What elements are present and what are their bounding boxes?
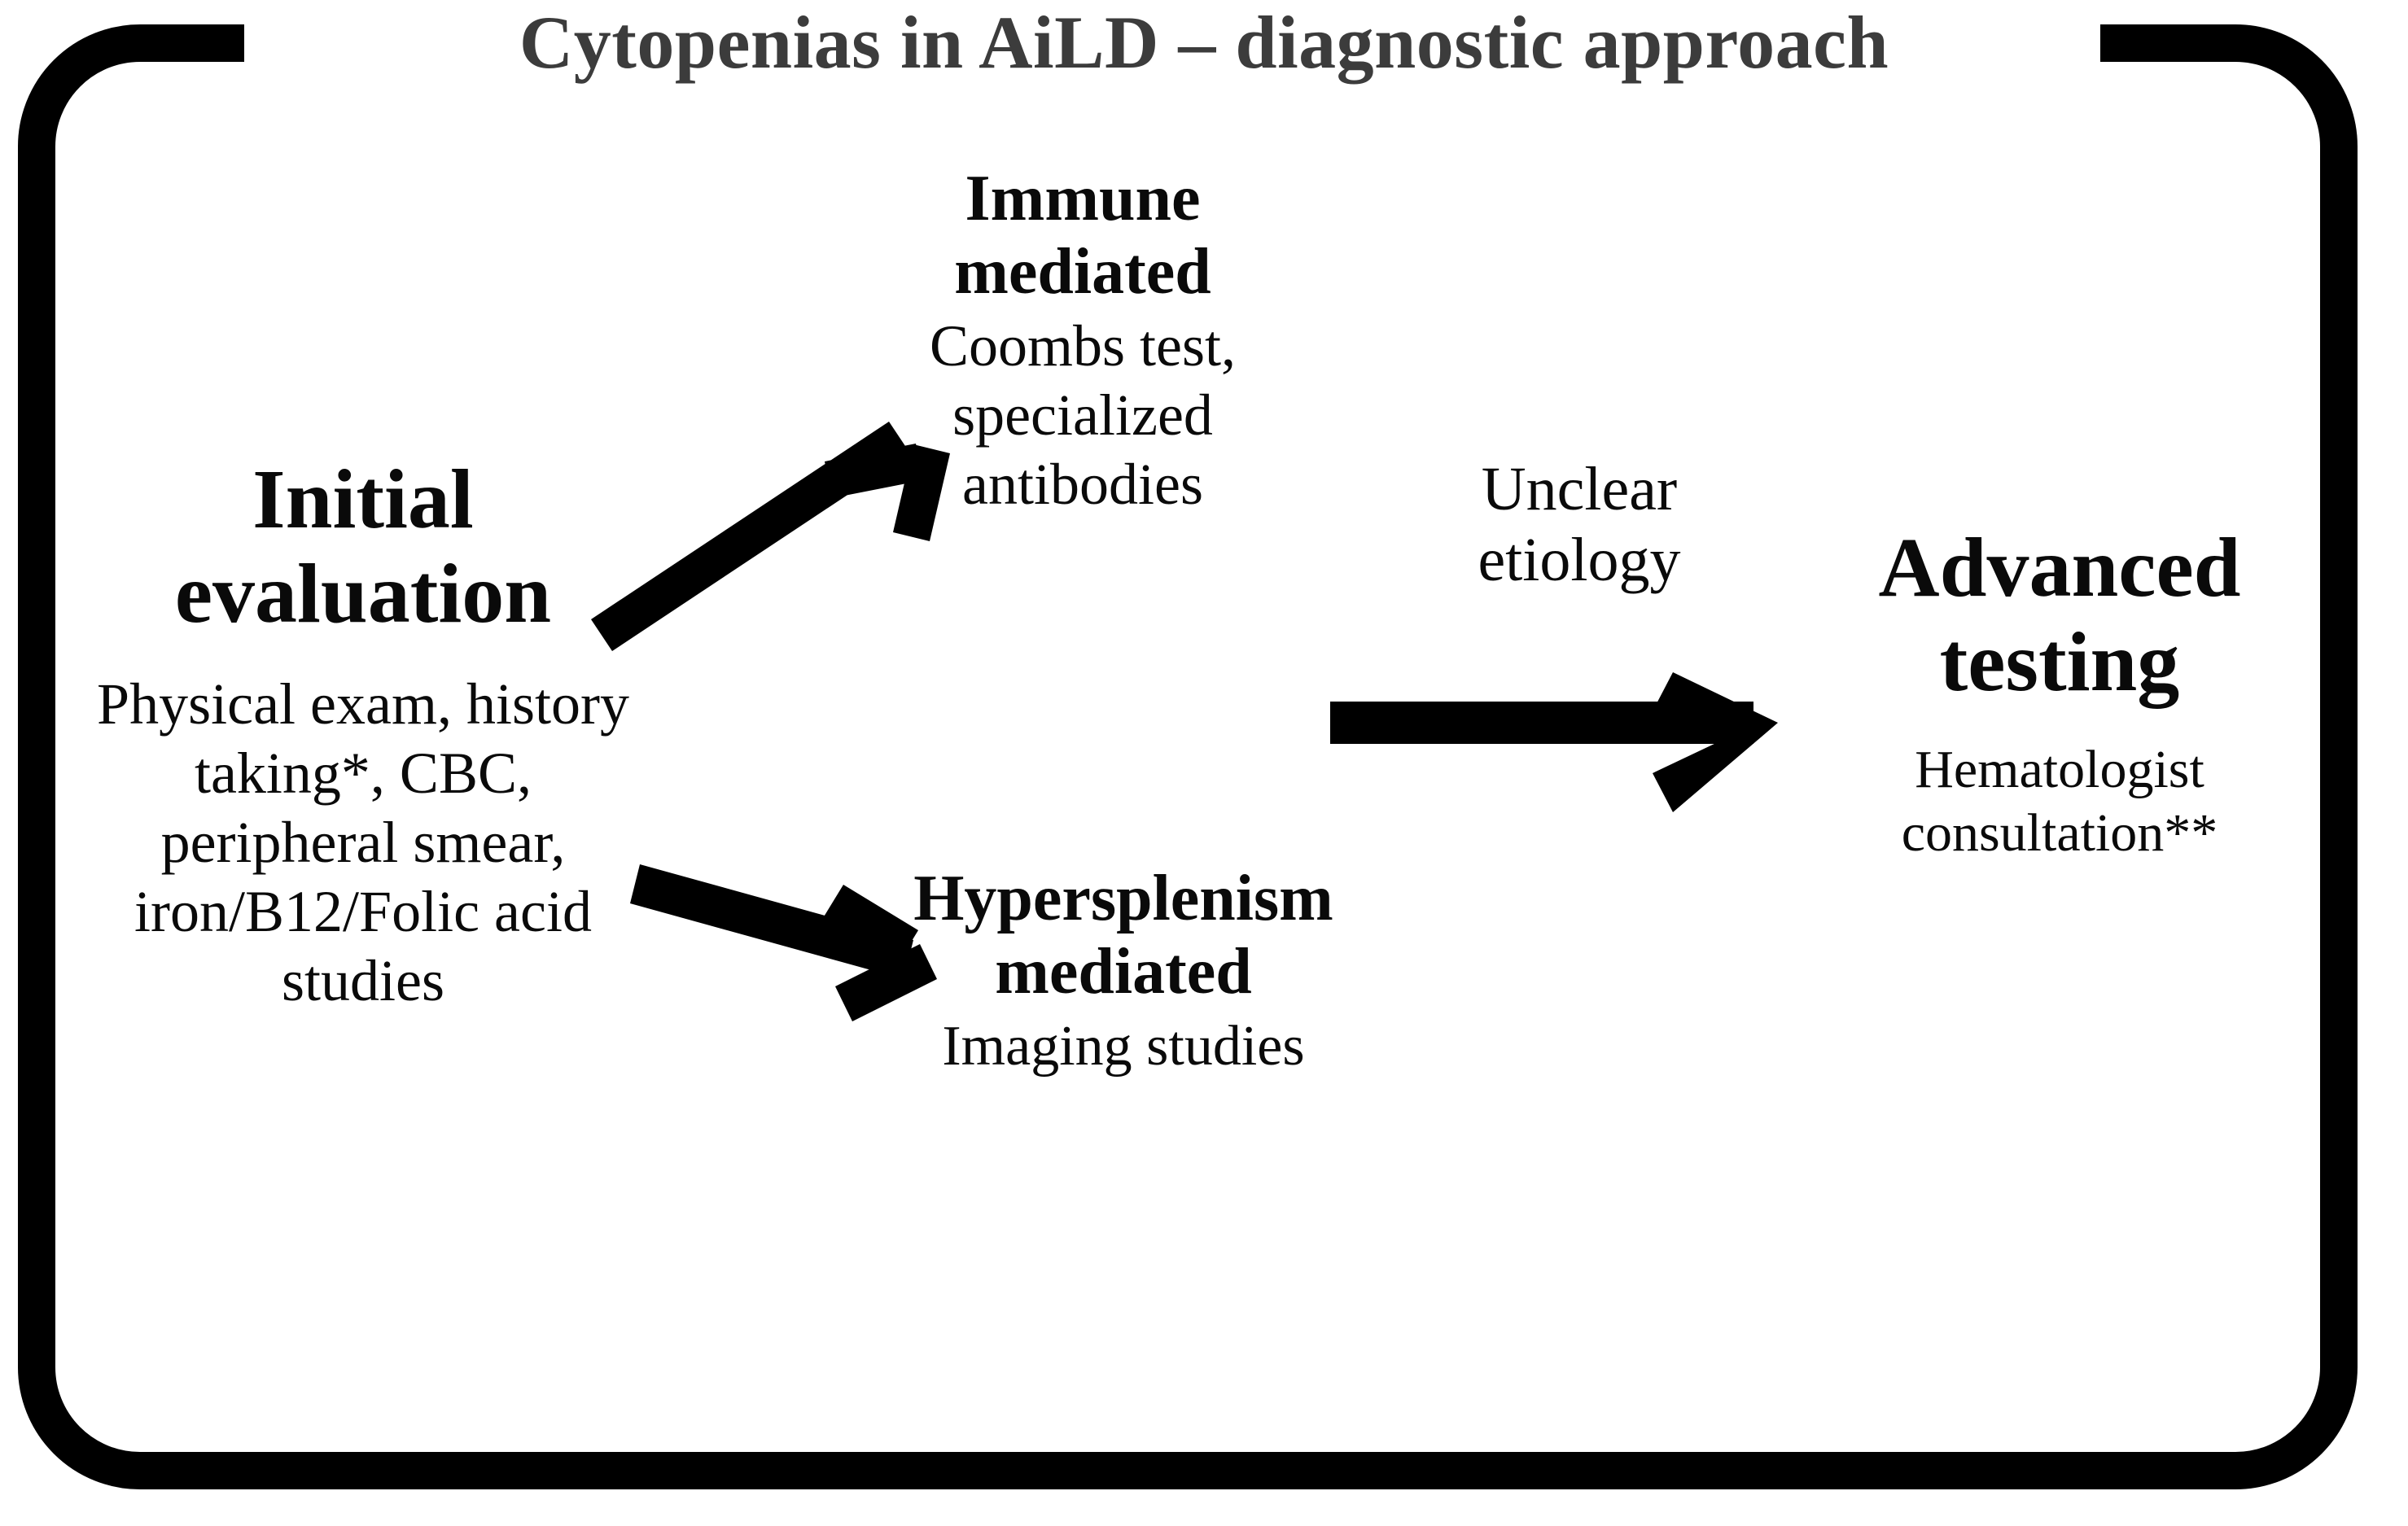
- node-advanced-testing-heading: Advanced testing: [1878, 521, 2241, 710]
- arrow-right-icon: [1330, 672, 1778, 812]
- node-hypersplenism-mediated-detail: Imaging studies: [942, 1015, 1305, 1078]
- node-initial-evaluation-detail: Physical exam, history taking*, CBC, per…: [97, 671, 629, 1013]
- edge-label-unclear-etiology: Unclear etiology: [1478, 455, 1681, 595]
- node-advanced-testing-detail: Hematologist consultation**: [1901, 739, 2218, 863]
- node-initial-evaluation-heading: Initial evaluation: [174, 453, 552, 641]
- node-advanced-testing: Advanced testing Hematologist consultati…: [1775, 521, 2345, 865]
- node-immune-mediated-detail: Coombs test, specialized antibodies: [929, 313, 1237, 518]
- node-immune-mediated: Immune mediated Coombs test, specialized…: [830, 163, 1335, 519]
- node-initial-evaluation: Initial evaluation Physical exam, histor…: [78, 453, 648, 1016]
- node-hypersplenism-mediated-heading: Hypersplenism mediated: [913, 863, 1333, 1008]
- node-immune-mediated-heading: Immune mediated: [954, 163, 1211, 308]
- page-title: Cytopenias in AiLD – diagnostic approach: [519, 1, 1889, 84]
- node-hypersplenism-mediated: Hypersplenism mediated Imaging studies: [830, 863, 1416, 1081]
- frame-title-gap: [244, 8, 2100, 73]
